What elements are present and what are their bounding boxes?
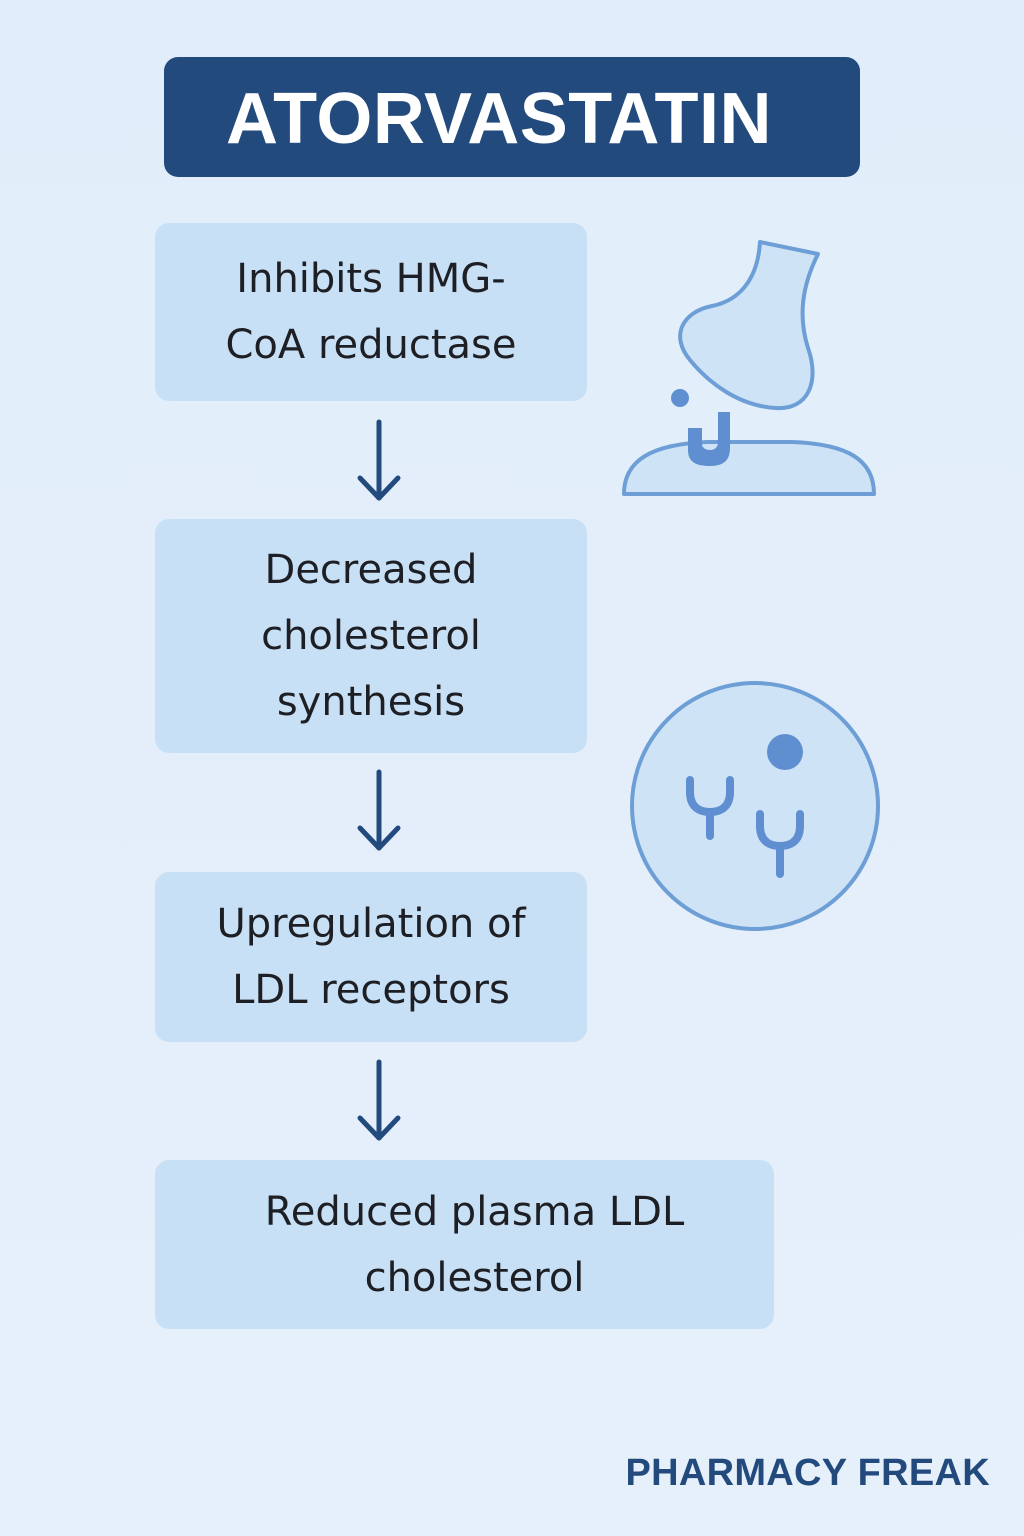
step-line: synthesis — [276, 679, 466, 725]
step-line: Inhibits HMG- — [236, 256, 506, 302]
brand-label: PHARMACY FREAK — [625, 1452, 990, 1494]
flow-step-3-text: Upregulation of LDL receptors — [216, 891, 525, 1023]
step-line: cholesterol — [364, 1254, 585, 1301]
flow-step-2-text: Decreased cholesterol synthesis — [261, 537, 481, 735]
page-title: ATORVASTATIN — [226, 79, 772, 159]
step-line: cholesterol — [261, 613, 481, 659]
flow-step-3: Upregulation of LDL receptors — [155, 872, 587, 1042]
down-arrow-icon — [357, 419, 401, 501]
step-line: Decreased — [264, 547, 478, 593]
flow-step-4: Reduced plasma LDL cholesterol — [155, 1160, 774, 1329]
step-line: Reduced plasma LDL — [264, 1188, 685, 1235]
step-line: CoA reductase — [225, 322, 517, 368]
title-banner: ATORVASTATIN — [164, 57, 860, 177]
flow-step-1: Inhibits HMG- CoA reductase — [155, 223, 587, 401]
step-line: LDL receptors — [232, 967, 510, 1013]
flow-step-4-text: Reduced plasma LDL cholesterol — [245, 1179, 684, 1311]
down-arrow-icon — [357, 1059, 401, 1141]
step-line: Upregulation of — [216, 901, 526, 947]
cell-receptor-icon — [630, 681, 880, 931]
down-arrow-icon — [357, 769, 401, 851]
flow-step-2: Decreased cholesterol synthesis — [155, 519, 587, 753]
receptor-binding-icon — [622, 240, 876, 496]
flow-step-1-text: Inhibits HMG- CoA reductase — [225, 246, 516, 378]
